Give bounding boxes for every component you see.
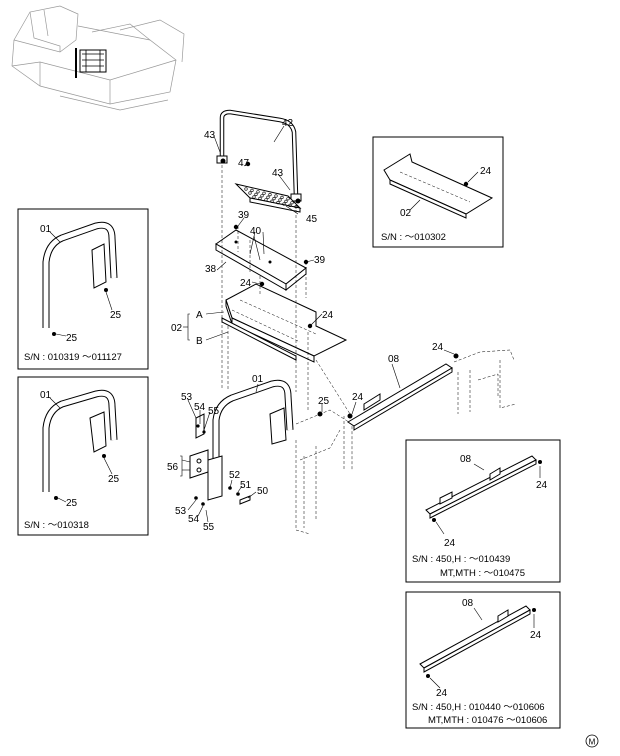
callout-43: 43 <box>272 168 284 179</box>
perforation-hole <box>280 195 284 199</box>
callout-39: 39 <box>238 210 250 221</box>
callout-55: 55 <box>208 406 220 417</box>
inset-callout-25: 25 <box>66 333 78 344</box>
inset-serial-range: S/N : ～010318 <box>24 520 89 531</box>
perforation-hole <box>254 192 258 196</box>
callout-54: 54 <box>194 402 206 413</box>
perforation-hole <box>270 199 274 203</box>
callout-52: 52 <box>229 470 241 481</box>
callout-55: 55 <box>203 522 215 533</box>
perforation-hole <box>278 198 282 202</box>
callout-b: B <box>196 336 203 347</box>
inset-callout-24: 24 <box>536 480 548 491</box>
plate-perforations <box>244 187 298 209</box>
inset-callout-02: 02 <box>400 208 412 219</box>
perforation-hole <box>258 196 262 200</box>
bracket-38 <box>215 229 307 292</box>
perforation-hole <box>264 198 268 202</box>
inset-callout-24: 24 <box>480 166 492 177</box>
perforation-hole <box>276 201 280 205</box>
leader-lines <box>180 125 455 523</box>
inset-callout-08: 08 <box>462 598 474 609</box>
inset-callout-24: 24 <box>530 630 542 641</box>
inset-serial-range: S/N : 450,H : ～010439 <box>412 554 510 565</box>
inset-callout-01: 01 <box>40 224 52 235</box>
perforation-hole <box>268 193 272 197</box>
callout-labels: 42 43 47 43 45 39 40 39 38 24 24 02 A B … <box>167 118 444 533</box>
callout-53: 53 <box>181 392 193 403</box>
inset-rail-variant-2: 08 24 24 S/N : 450,H : 010440 ～010606 MT… <box>405 591 561 729</box>
mounting-frame <box>295 409 353 535</box>
perforation-hole <box>288 203 292 207</box>
callout-45: 45 <box>306 214 318 225</box>
rear-frame <box>453 349 517 414</box>
inset-serial-range: MT,MTH : ～010475 <box>440 568 525 579</box>
inset-handrail-variant-2: 01 25 25 S/N : ～010318 <box>17 376 149 536</box>
perforation-hole <box>272 197 276 201</box>
footer-mark-letter: M <box>589 738 596 747</box>
inset-serial-range: MT,MTH : 010476 ～010606 <box>428 715 547 726</box>
perforation-hole <box>248 191 252 195</box>
perforation-hole <box>266 195 270 199</box>
machine-overview-illustration <box>11 5 185 111</box>
callout-24: 24 <box>322 310 334 321</box>
perforation-hole <box>282 202 286 206</box>
perforation-hole <box>262 191 266 195</box>
callout-24: 24 <box>352 392 364 403</box>
bolt-markers <box>220 158 459 419</box>
callout-54: 54 <box>188 514 200 525</box>
perforation-hole <box>260 194 264 198</box>
callout-53: 53 <box>175 506 187 517</box>
callout-38: 38 <box>205 264 217 275</box>
callout-25: 25 <box>318 396 330 407</box>
inset-serial-range: S/N : ～010302 <box>381 232 446 243</box>
inset-rail-variant-1: 08 24 24 S/N : 450,H : ～010439 MT,MTH : … <box>405 439 561 583</box>
handrail-01-main <box>207 379 294 501</box>
callout-a: A <box>196 310 203 321</box>
inset-serial-range: S/N : 010319 ～011127 <box>24 352 122 363</box>
inset-callout-08: 08 <box>460 454 472 465</box>
perforation-hole <box>274 194 278 198</box>
perforation-hole <box>252 195 256 199</box>
perforation-hole <box>244 187 248 191</box>
inset-floor-plate-variant: 24 02 S/N : ～010302 <box>372 136 504 248</box>
callout-42: 42 <box>282 118 294 129</box>
callout-47: 47 <box>238 158 250 169</box>
callout-50: 50 <box>257 486 269 497</box>
rail-08 <box>347 363 453 431</box>
inset-callout-25: 25 <box>66 498 78 509</box>
callout-39: 39 <box>314 255 326 266</box>
callout-08: 08 <box>388 354 400 365</box>
inset-serial-range: S/N : 450,H : 010440 ～010606 <box>412 702 545 713</box>
perforation-hole <box>256 190 260 194</box>
inset-callout-25: 25 <box>110 310 122 321</box>
assembly-lines <box>221 160 351 415</box>
inset-callout-24: 24 <box>436 688 448 699</box>
callout-56: 56 <box>167 462 179 473</box>
callout-01: 01 <box>252 374 264 385</box>
inset-callout-01: 01 <box>40 390 52 401</box>
floor-plate-02 <box>221 283 348 363</box>
perforation-hole <box>286 197 290 201</box>
perforation-hole <box>290 201 294 205</box>
callout-24: 24 <box>432 342 444 353</box>
callout-43: 43 <box>204 130 216 141</box>
inset-handrail-variant-1: 01 25 25 S/N : 010319 ～011127 <box>17 208 149 370</box>
callout-24: 24 <box>240 278 252 289</box>
fastener-set <box>189 413 251 506</box>
footer-mark: M <box>585 734 599 748</box>
callout-02: 02 <box>171 323 183 334</box>
inset-callout-25: 25 <box>108 474 120 485</box>
inset-callout-24: 24 <box>444 538 456 549</box>
callout-51: 51 <box>240 480 252 491</box>
perforation-hole <box>284 199 288 203</box>
perforation-hole <box>250 188 254 192</box>
callout-40: 40 <box>250 226 262 237</box>
step-plate-45 <box>234 183 302 213</box>
